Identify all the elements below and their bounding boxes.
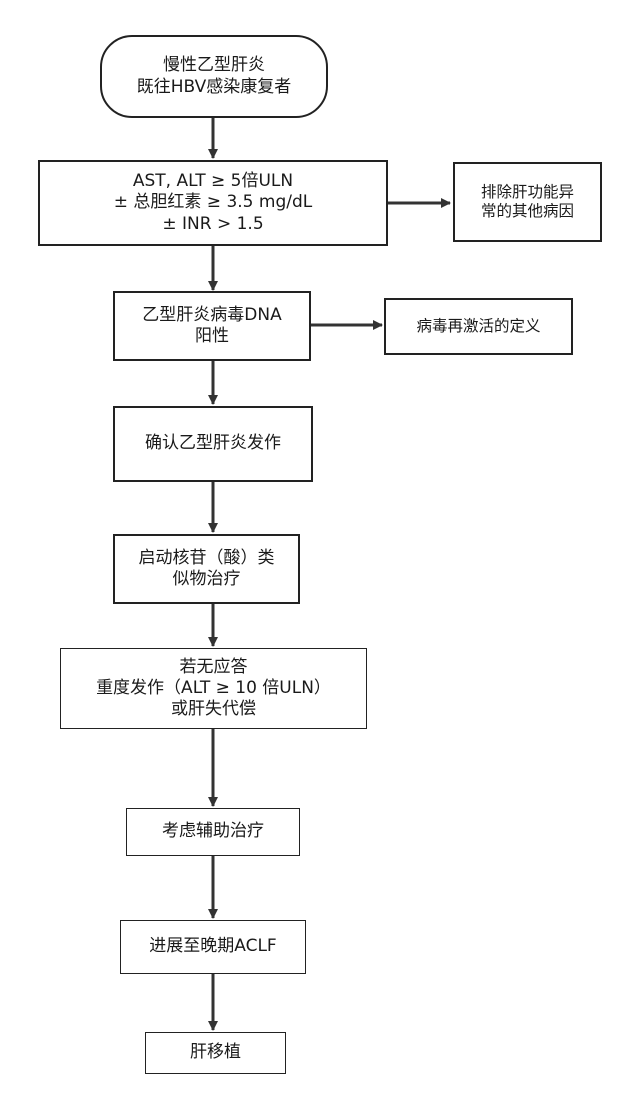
nucleoside-line-2: 似物治疗 xyxy=(172,569,241,589)
criteria-node: AST, ALT ≥ 5倍ULN ± 总胆红素 ≥ 3.5 mg/dL ± IN… xyxy=(38,160,388,246)
exclude-line-2: 常的其他病因 xyxy=(480,202,574,220)
aclf-node: 进展至晚期ACLF xyxy=(120,920,306,974)
reactivation-line-1: 病毒再激活的定义 xyxy=(416,316,541,335)
start-line-2: 既往HBV感染康复者 xyxy=(136,76,292,97)
adjuvant-node: 考虑辅助治疗 xyxy=(126,808,300,856)
reactivation-node: 病毒再激活的定义 xyxy=(384,298,573,355)
nucleoside-node: 启动核苷（酸）类 似物治疗 xyxy=(113,534,300,604)
noresponse-node: 若无应答 重度发作（ALT ≥ 10 倍ULN） 或肝失代偿 xyxy=(60,648,367,729)
dna-node: 乙型肝炎病毒DNA 阳性 xyxy=(113,291,311,361)
noresponse-line-2: 重度发作（ALT ≥ 10 倍ULN） xyxy=(96,677,331,698)
transplant-node: 肝移植 xyxy=(145,1032,286,1074)
aclf-line-1: 进展至晚期ACLF xyxy=(149,936,277,957)
criteria-line-2: ± 总胆红素 ≥ 3.5 mg/dL xyxy=(113,192,313,213)
noresponse-line-3: 或肝失代偿 xyxy=(171,699,256,720)
exclude-node: 排除肝功能异 常的其他病因 xyxy=(453,162,602,242)
start-node: 慢性乙型肝炎 既往HBV感染康复者 xyxy=(100,35,328,118)
confirm-line-1: 确认乙型肝炎发作 xyxy=(145,433,281,454)
adjuvant-line-1: 考虑辅助治疗 xyxy=(162,821,264,842)
criteria-line-3: ± INR > 1.5 xyxy=(162,213,264,234)
confirm-node: 确认乙型肝炎发作 xyxy=(113,406,313,482)
criteria-line-1: AST, ALT ≥ 5倍ULN xyxy=(132,171,294,192)
nucleoside-line-1: 启动核苷（酸）类 xyxy=(138,547,275,568)
dna-line-1: 乙型肝炎病毒DNA xyxy=(142,304,282,325)
transplant-line-1: 肝移植 xyxy=(190,1042,241,1063)
start-line-1: 慢性乙型肝炎 xyxy=(163,55,265,76)
noresponse-line-1: 若无应答 xyxy=(179,656,248,677)
exclude-line-1: 排除肝功能异 xyxy=(480,182,574,201)
dna-line-2: 阳性 xyxy=(195,326,229,346)
